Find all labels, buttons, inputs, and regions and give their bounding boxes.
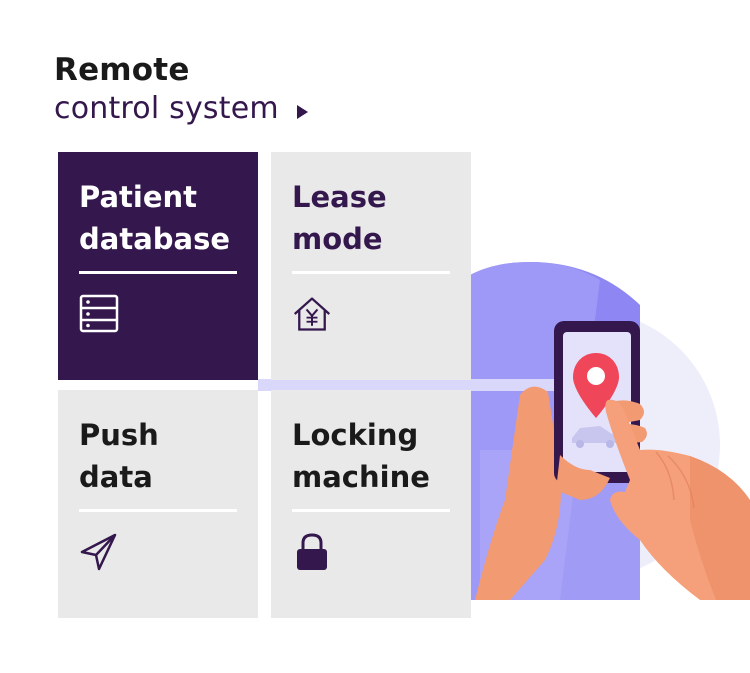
card-divider bbox=[292, 509, 450, 512]
card-label: Locking machine bbox=[292, 418, 430, 494]
card-push-data[interactable]: Push data bbox=[58, 390, 258, 618]
section-header: Remote control system bbox=[54, 50, 308, 128]
card-patient-database[interactable]: Patient database bbox=[58, 152, 258, 380]
send-icon bbox=[80, 533, 117, 571]
house-yen-icon bbox=[293, 297, 331, 331]
card-divider bbox=[79, 271, 237, 274]
card-divider bbox=[292, 271, 450, 274]
subtitle-row[interactable]: control system bbox=[54, 90, 308, 128]
card-label: Lease mode bbox=[292, 180, 387, 256]
card-label: Push data bbox=[79, 418, 159, 494]
lock-icon bbox=[297, 533, 327, 570]
card-lease-mode[interactable]: Lease mode bbox=[271, 152, 471, 380]
database-icon bbox=[79, 294, 119, 333]
card-locking-machine[interactable]: Locking machine bbox=[271, 390, 471, 618]
card-divider bbox=[79, 509, 237, 512]
page-subtitle: control system bbox=[54, 91, 279, 126]
play-arrow-icon[interactable] bbox=[296, 105, 308, 119]
card-label: Patient database bbox=[79, 180, 231, 256]
page-title: Remote bbox=[54, 52, 190, 88]
